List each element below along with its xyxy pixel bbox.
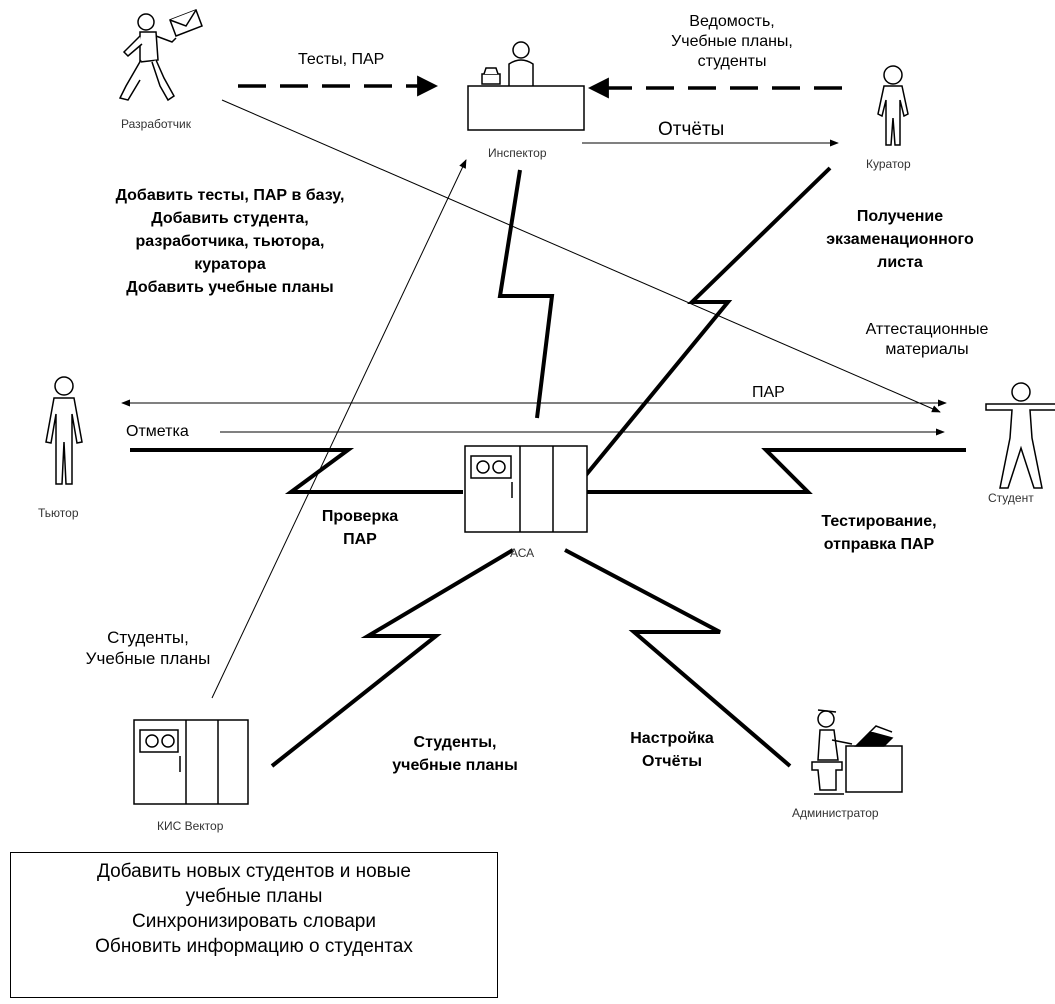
students-plans-bold-line-1: Студенты, <box>413 734 497 751</box>
exam-sheet-line-1: Получение <box>856 208 944 225</box>
add-ops-line-3: разработчика, тьютора, <box>135 233 325 250</box>
vedomost-line-3: студенты <box>697 53 767 70</box>
students-plans-thin-line-1: Студенты, <box>107 628 189 647</box>
asa-kis-link <box>270 548 515 768</box>
attestation-line-1: Аттестационные <box>865 321 989 338</box>
vedomost-label: Ведомость, Учебные планы, студенты <box>652 12 812 72</box>
check-par-line-1: Проверка <box>321 508 399 525</box>
admin-label: Администратор <box>792 806 879 820</box>
admin-icon <box>811 709 903 795</box>
exam-sheet-label: Получение экзаменационного листа <box>810 205 990 274</box>
reports-label: Отчёты <box>658 119 725 140</box>
curator-asa-link <box>584 166 832 477</box>
setup-reports-line-1: Настройка <box>630 730 714 747</box>
developer-icon <box>118 9 203 102</box>
tutor-label: Тьютор <box>38 506 79 520</box>
students-plans-thin-label: Студенты, Учебные планы <box>78 627 218 669</box>
tutor-icon <box>45 376 83 485</box>
add-ops-label: Добавить тесты, ПАР в базу, Добавить сту… <box>70 184 390 299</box>
attestation-label: Аттестационные материалы <box>842 320 1012 360</box>
exam-sheet-line-2: экзаменационного <box>826 231 974 248</box>
note-line-4: Обновить информацию о студентах <box>95 936 413 957</box>
tests-par-label: Тесты, ПАР <box>298 51 385 68</box>
kis-label: КИС Вектор <box>157 819 224 833</box>
developer-label: Разработчик <box>121 117 191 131</box>
attestation-line-2: материалы <box>885 341 969 358</box>
vedomost-line-1: Ведомость, <box>689 13 775 30</box>
asa-server-icon <box>464 445 588 533</box>
asa-admin-link <box>564 548 792 768</box>
asa-label: АСА <box>510 546 535 560</box>
check-par-label: Проверка ПАР <box>305 505 415 551</box>
tutor-asa-link <box>130 448 463 494</box>
students-plans-thin-line-2: Учебные планы <box>85 649 211 668</box>
kis-to-inspector-arrow <box>211 159 467 699</box>
note-line-3: Синхронизировать словари <box>132 911 376 932</box>
add-ops-line-4: куратора <box>194 256 266 273</box>
note-line-1: Добавить новых студентов и новые <box>97 861 411 882</box>
testing-line-2: отправка ПАР <box>823 536 935 553</box>
curator-label: Куратор <box>866 157 911 171</box>
setup-reports-line-2: Отчёты <box>642 753 702 770</box>
setup-reports-label: Настройка Отчёты <box>612 727 732 773</box>
curator-icon <box>877 65 909 146</box>
student-icon <box>985 382 1055 489</box>
exam-sheet-line-3: листа <box>877 254 923 271</box>
students-plans-bold-label: Студенты, учебные планы <box>370 731 540 777</box>
students-plans-bold-line-2: учебные планы <box>392 757 518 774</box>
inspector-label: Инспектор <box>488 146 547 160</box>
student-label: Студент <box>988 491 1034 505</box>
add-ops-line-5: Добавить учебные планы <box>126 279 334 296</box>
add-ops-line-2: Добавить студента, <box>151 210 309 227</box>
notes-box: Добавить новых студентов и новые учебные… <box>10 852 498 998</box>
check-par-line-2: ПАР <box>343 531 377 548</box>
par-label: ПАР <box>752 384 785 401</box>
inspector-asa-link <box>497 169 555 419</box>
testing-line-1: Тестирование, <box>821 513 937 530</box>
mark-label: Отметка <box>126 423 189 440</box>
add-ops-line-1: Добавить тесты, ПАР в базу, <box>115 187 345 204</box>
testing-label: Тестирование, отправка ПАР <box>794 510 964 556</box>
inspector-icon <box>467 41 585 131</box>
developer-to-student-arrow <box>221 99 941 413</box>
note-line-2: учебные планы <box>185 886 323 907</box>
vedomost-line-2: Учебные планы, <box>671 33 793 50</box>
kis-server-icon <box>133 719 249 805</box>
asa-student-link <box>585 448 966 494</box>
